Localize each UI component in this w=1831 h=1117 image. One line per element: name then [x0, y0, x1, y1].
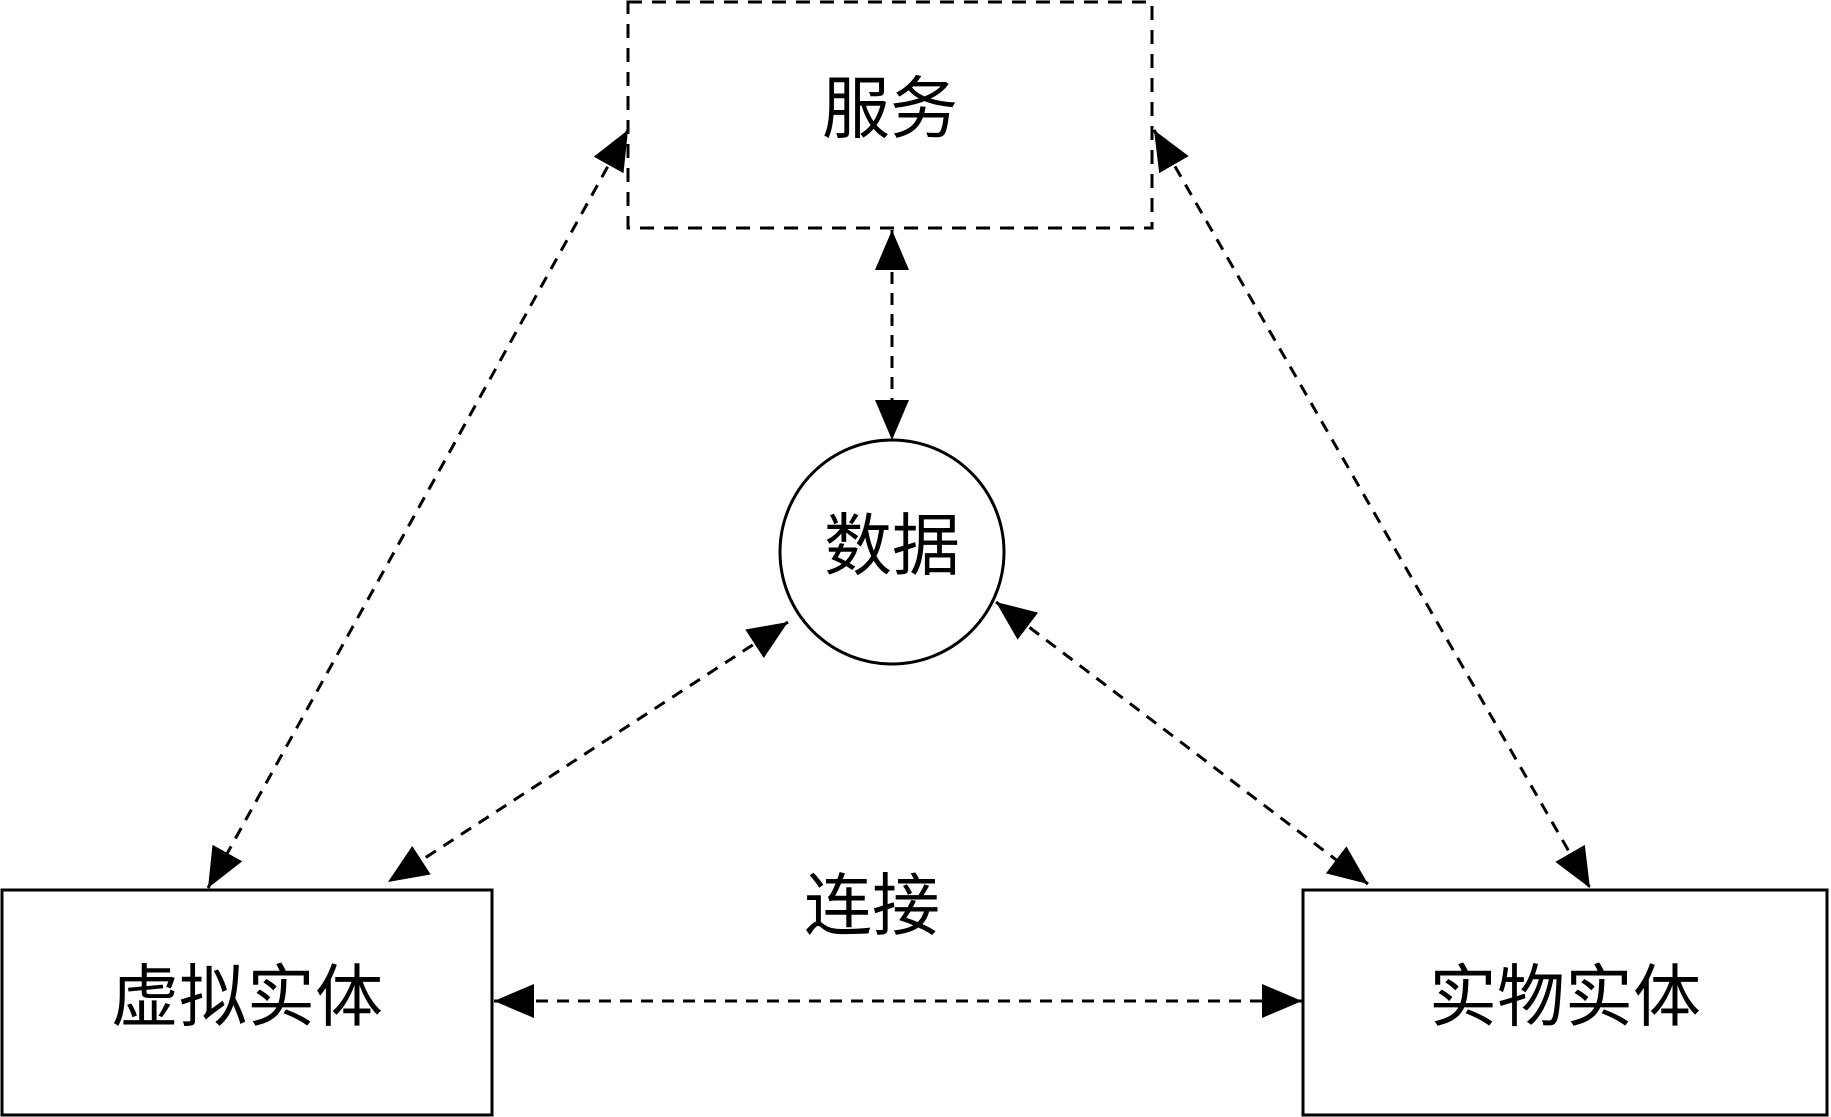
virtual-entity-box	[0, 888, 494, 1117]
data-label: 数据	[824, 508, 960, 587]
connection-edge-label: 连接	[804, 868, 940, 947]
edge-data-virtual-entity	[387, 620, 789, 884]
service-node: 服务	[626, 0, 1154, 230]
edges	[206, 129, 1592, 1018]
physical-entity-box	[1301, 888, 1829, 1117]
data-circle	[778, 438, 1006, 666]
edge-data-physical-entity	[995, 600, 1369, 886]
physical-entity-node: 实物实体	[1301, 888, 1829, 1117]
service-label: 服务	[822, 71, 958, 150]
service-box	[626, 0, 1154, 230]
physical-entity-label: 实物实体	[1429, 959, 1701, 1038]
virtual-entity-label: 虚拟实体	[111, 959, 383, 1038]
virtual-entity-node: 虚拟实体	[0, 888, 494, 1117]
edge-service-virtual-entity	[206, 129, 630, 889]
edge-service-physical-entity	[1152, 129, 1592, 889]
data-node: 数据	[778, 438, 1006, 666]
